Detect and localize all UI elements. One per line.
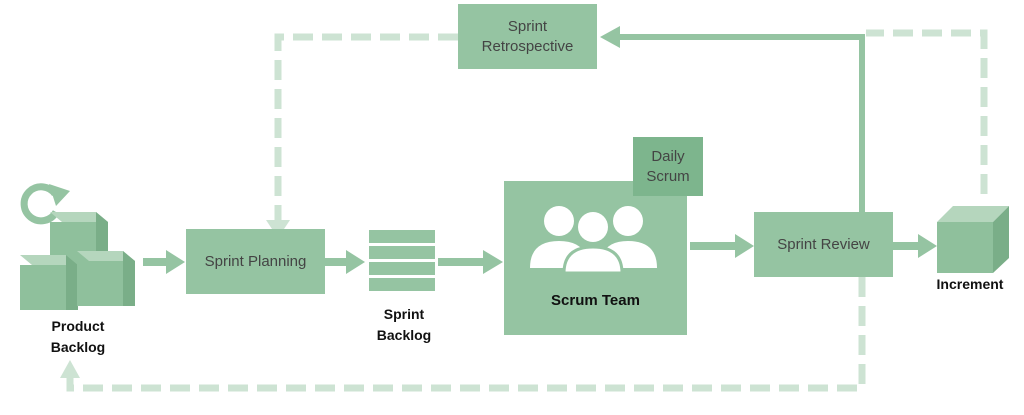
- people-group-icon: [530, 206, 657, 275]
- retrospective-feedback-loop: [274, 33, 458, 222]
- loop-to-product-backlog-arrowhead: [60, 360, 80, 378]
- flow-arrow-team-review: [690, 234, 754, 258]
- cube-icon: [937, 206, 1009, 273]
- sprint-planning-box: Sprint Planning: [186, 229, 325, 294]
- flow-arrow-sprintbacklog-team: [438, 250, 503, 274]
- sprint-review-box: Sprint Review: [754, 212, 893, 277]
- increment-label: Increment: [936, 276, 1004, 292]
- review-to-retrospective-arrowhead: [600, 26, 620, 48]
- review-to-retrospective-line: [618, 34, 865, 212]
- review-to-backlog-loop: [66, 277, 866, 392]
- product-backlog-label: Product Backlog: [50, 318, 106, 355]
- flow-arrow-backlog-planning: [143, 250, 185, 274]
- flow-arrow-review-increment: [893, 234, 937, 258]
- increment-feedback-loop: [866, 29, 988, 194]
- refresh-cycle-icon: [20, 183, 70, 225]
- scrum-team-box: Scrum Team: [504, 181, 687, 335]
- daily-scrum-box: Daily Scrum: [633, 137, 703, 196]
- list-stack-icon: [369, 230, 435, 291]
- sprint-retrospective-box: Sprint Retrospective: [458, 4, 597, 69]
- cubes-stack-icon: [20, 212, 135, 310]
- scrum-team-label: Scrum Team: [551, 292, 640, 309]
- flow-arrow-planning-sprintbacklog: [325, 250, 365, 274]
- sprint-backlog-label: Sprint Backlog: [376, 306, 432, 343]
